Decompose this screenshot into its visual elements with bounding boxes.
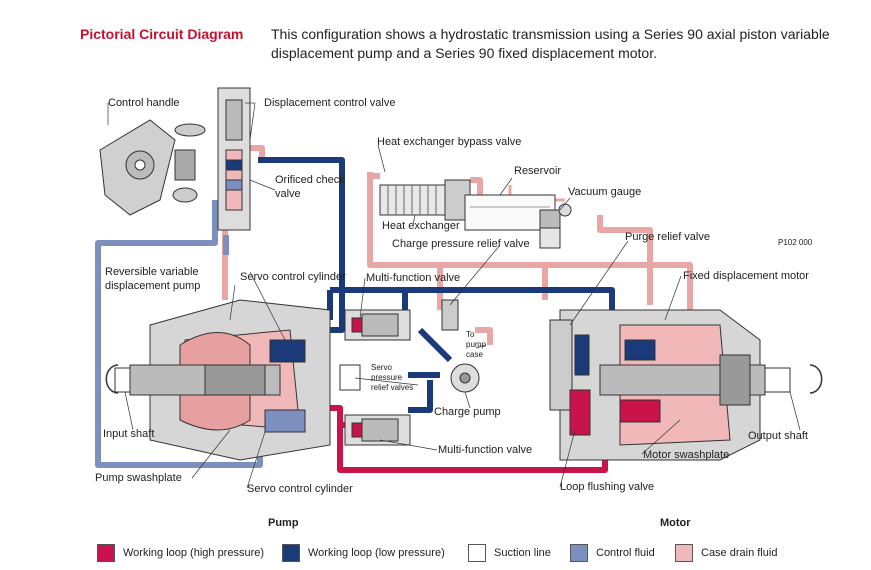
leader-lines <box>107 102 801 489</box>
circuit-diagram: Control handle Displacement control valv… <box>95 87 823 495</box>
label-vacuum-gauge: Vacuum gauge <box>568 186 641 198</box>
label-loop-flushing-valve: Loop flushing valve <box>560 481 654 493</box>
legend-swatch-high-pressure <box>97 544 115 562</box>
figure-code: P102 000 <box>778 238 813 247</box>
legend-high-pressure: Working loop (high pressure) <box>97 542 264 564</box>
label-heat-exchanger: Heat exchanger <box>382 220 460 232</box>
control-handle-assembly <box>99 119 206 216</box>
legend-suction-line: Suction line <box>468 542 551 564</box>
legend-swatch-control-fluid <box>570 544 588 562</box>
label-displacement-control-valve: Displacement control valve <box>264 97 395 109</box>
label-purge-relief-valve: Purge relief valve <box>625 231 710 243</box>
legend-swatch-case-drain <box>675 544 693 562</box>
label-servo-pressure-relief-2: pressure <box>371 373 403 382</box>
legend-label: Control fluid <box>596 547 655 559</box>
legend-low-pressure: Working loop (low pressure) <box>282 542 445 564</box>
motor-housing <box>549 309 791 461</box>
label-to-pump-case-2: pump <box>466 340 487 349</box>
legend-label: Working loop (high pressure) <box>123 547 265 559</box>
label-servo-control-cylinder-top: Servo control cylinder <box>240 271 346 283</box>
label-reversible-pump-2: displacement pump <box>105 280 200 292</box>
control-fluid-lines <box>95 200 263 468</box>
label-charge-pump: Charge pump <box>434 406 501 418</box>
legend-label: Suction line <box>494 547 551 559</box>
servo-relief-valves <box>339 364 361 391</box>
legend-swatch-low-pressure <box>282 544 300 562</box>
displacement-control-valve <box>217 87 251 231</box>
vacuum-gauge <box>539 203 572 249</box>
label-orificed-check-valve: Orificed check <box>275 174 345 186</box>
legend-control-fluid: Control fluid <box>570 542 655 564</box>
label-motor-swashplate: Motor swashplate <box>643 449 729 461</box>
label-orificed-check-valve-2: valve <box>275 188 301 200</box>
label-multi-function-valve-top: Multi-function valve <box>366 272 460 284</box>
charge-pump <box>450 363 480 393</box>
label-to-pump-case: To <box>466 330 475 339</box>
charge-pressure-relief-valve <box>441 299 459 331</box>
label-reservoir: Reservoir <box>514 165 561 177</box>
page-description: This configuration shows a hydrostatic t… <box>271 26 830 61</box>
page-title: Pictorial Circuit Diagram <box>80 26 244 42</box>
multi-function-valve-top <box>344 309 411 341</box>
legend-case-drain: Case drain fluid <box>675 542 777 564</box>
legend-motor-heading: Motor <box>660 517 691 529</box>
label-servo-pressure-relief: Servo <box>371 363 392 372</box>
legend-swatch-suction-line <box>468 544 486 562</box>
label-to-pump-case-3: case <box>466 350 483 359</box>
legend-label: Working loop (low pressure) <box>308 547 445 559</box>
heat-exchanger <box>379 179 471 221</box>
label-servo-pressure-relief-3: relief valves <box>371 383 413 392</box>
label-servo-control-cylinder-bottom: Servo control cylinder <box>247 483 353 495</box>
label-input-shaft: Input shaft <box>103 428 154 440</box>
label-output-shaft: Output shaft <box>748 430 808 442</box>
label-heat-exchanger-bypass-valve: Heat exchanger bypass valve <box>377 136 521 148</box>
label-multi-function-valve-bottom: Multi-function valve <box>438 444 532 456</box>
label-reversible-pump: Reversible variable <box>105 266 199 278</box>
label-fixed-displacement-motor: Fixed displacement motor <box>683 270 809 282</box>
rotation-arrows <box>105 364 823 394</box>
label-pump-swashplate: Pump swashplate <box>95 472 182 484</box>
label-control-handle: Control handle <box>108 97 180 109</box>
multi-function-valve-bottom <box>344 414 411 446</box>
legend-label: Case drain fluid <box>701 547 778 559</box>
label-charge-pressure-relief-valve: Charge pressure relief valve <box>392 238 530 250</box>
legend-pump-heading: Pump <box>268 517 299 529</box>
